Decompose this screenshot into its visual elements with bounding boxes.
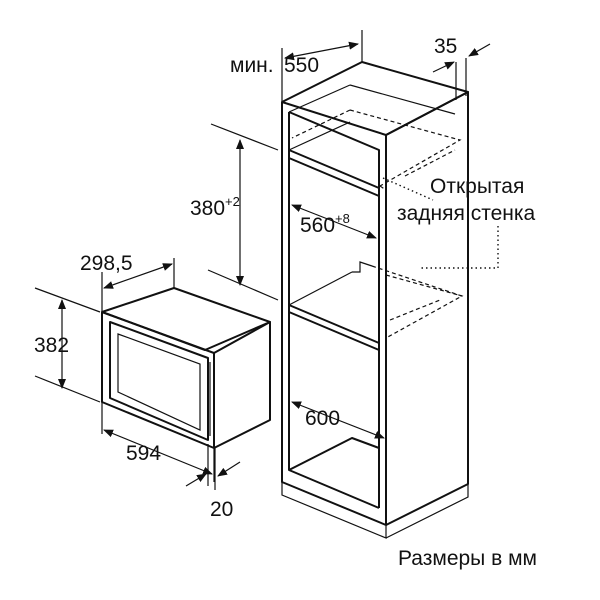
- dim-560: [291, 204, 377, 239]
- label-units: Размеры в мм: [398, 547, 537, 570]
- cabinet-bottom: [288, 437, 380, 471]
- label-open-back-line1: Открытая: [430, 175, 524, 198]
- upper-shelf: [288, 121, 380, 197]
- label-front-panel: 20: [210, 498, 233, 521]
- label-cabinet-depth: 600: [305, 407, 340, 430]
- dim-35: [432, 43, 491, 100]
- dim-594: [101, 402, 215, 482]
- label-side-clearance: 35: [434, 35, 457, 58]
- dim-600: [291, 401, 385, 439]
- label-appliance-width: 594: [126, 442, 161, 465]
- built-in-appliance: [101, 287, 271, 449]
- label-appliance-depth: 298,5: [80, 252, 133, 275]
- lower-shelf: [288, 261, 380, 351]
- lower-shelf-dashed: [371, 265, 464, 339]
- label-open-back-line2: задняя стенка: [397, 202, 536, 225]
- dim-min-550: [281, 30, 363, 102]
- open-back-leader: [382, 177, 499, 269]
- upper-shelf-dashed: [291, 109, 462, 191]
- dim-380: [207, 123, 279, 301]
- dim-20: [185, 444, 241, 490]
- label-min: мин.: [230, 54, 274, 77]
- tall-cabinet: [281, 61, 469, 539]
- dim-382: [34, 287, 101, 403]
- label-appliance-height: 382: [34, 334, 69, 357]
- label-niche-height: 380+2: [190, 194, 240, 220]
- label-min-width: 550: [284, 54, 319, 77]
- dim-298-5: [101, 258, 175, 312]
- label-niche-width: 560+8: [300, 211, 350, 237]
